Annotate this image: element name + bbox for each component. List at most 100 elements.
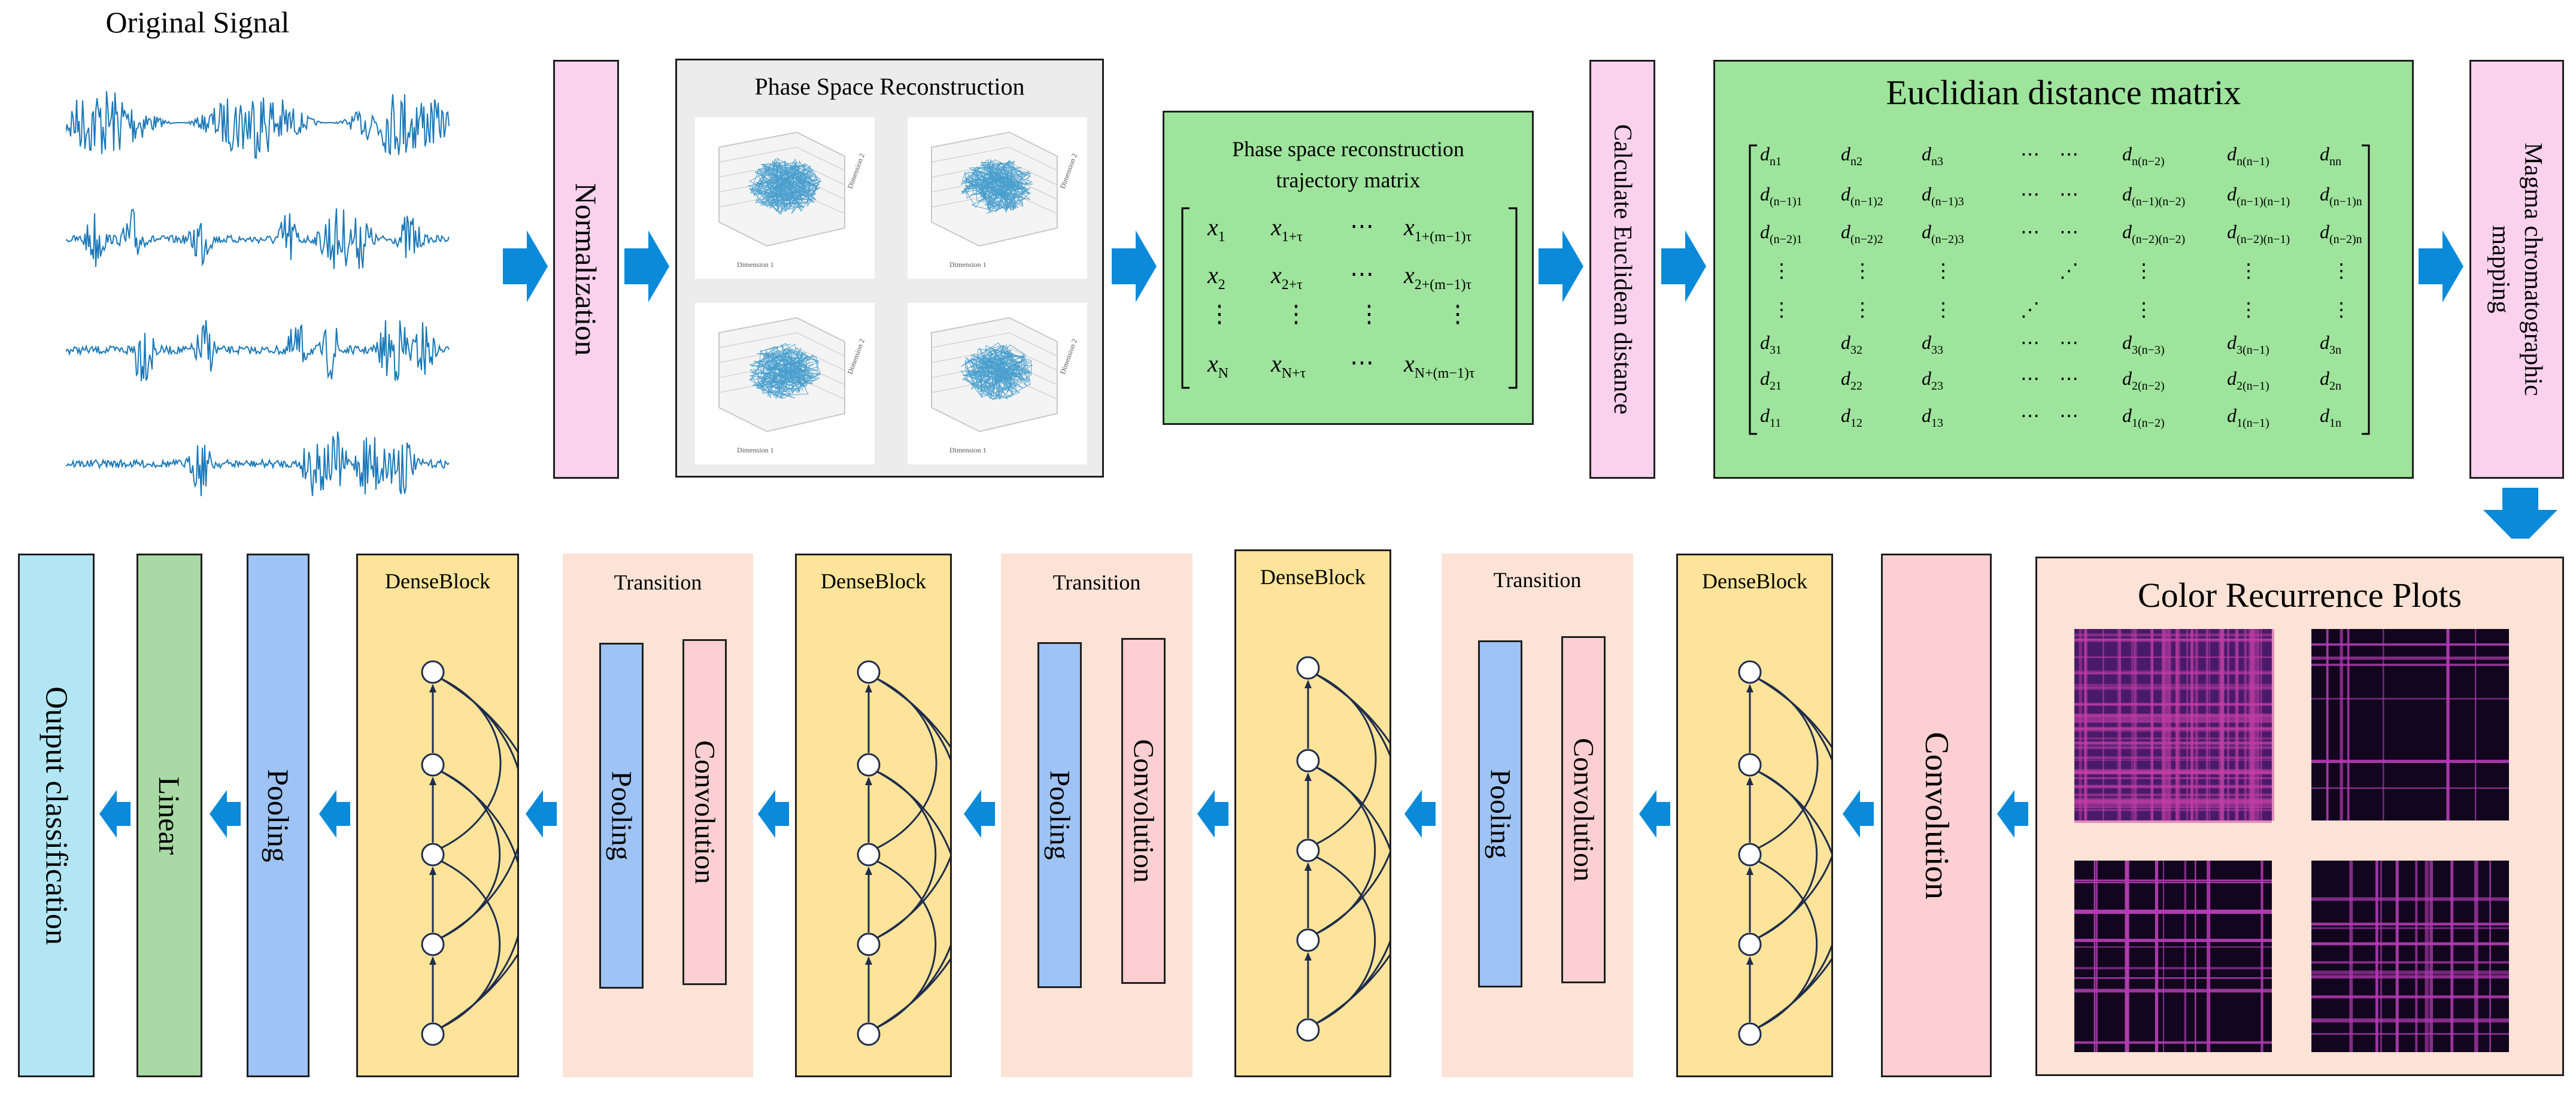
arrow-trans2-to-dense3	[964, 790, 995, 838]
arrow-dense3-to-trans3	[758, 790, 789, 838]
transition-3-label: Transition	[614, 570, 702, 594]
matrix-cell: d2(n−1)	[2227, 367, 2269, 393]
trajectory-title-line1: Phase space reconstruction	[1232, 137, 1464, 161]
svg-text:Dimension 1: Dimension 1	[949, 260, 987, 269]
matrix-cell: d(n−1)n	[2320, 183, 2362, 208]
matrix-cell: ⋮	[2134, 299, 2153, 320]
dense-node	[1738, 843, 1762, 867]
matrix-cell: d(n−1)3	[1922, 183, 1964, 208]
matrix-cell: d33	[1922, 332, 1943, 357]
transition-1: Transition Pooling Convolution	[1442, 554, 1633, 1077]
svg-text:Dimension 1: Dimension 1	[949, 446, 987, 454]
matrix-cell: d(n−2)(n−2)	[2122, 221, 2185, 246]
transition-2-pooling: Pooling	[1037, 642, 1082, 988]
matrix-cell: d31	[1760, 332, 1782, 357]
matrix-cell: d3(n−3)	[2122, 332, 2165, 357]
denseblock-4-graph	[421, 660, 517, 1046]
denseblock-3: DenseBlock	[795, 554, 952, 1077]
matrix-cell: ⋮	[2239, 260, 2258, 281]
arrow-plots-to-conv	[1997, 790, 2028, 838]
arrow-trans1-to-dense2	[1404, 790, 1436, 838]
signal-waveform-1	[66, 91, 450, 159]
denseblock-3-graph	[857, 660, 950, 1046]
matrix-cell: d(n−2)1	[1760, 221, 1803, 246]
matrix-cell: d22	[1841, 367, 1862, 393]
matrix-cell: ⋮	[1934, 299, 1953, 320]
arrow-signal-to-normalization	[503, 230, 548, 302]
recurrence-plot-4	[2311, 861, 2509, 1052]
normalization-box: Normalization	[553, 60, 619, 479]
arrow-dense2-to-trans2	[1197, 790, 1228, 838]
recurrence-plot-3	[2074, 861, 2272, 1052]
arrow-dense4-to-pooling	[319, 790, 350, 838]
dense-node	[857, 843, 881, 867]
transition-1-convolution: Convolution	[1561, 636, 1606, 983]
matrix-cell: d23	[1922, 367, 1943, 393]
color-recurrence-plots	[2074, 629, 2509, 1052]
arrow-phase-to-trajectory	[1112, 230, 1157, 302]
matrix-cell: ⋰	[2059, 260, 2079, 281]
output-box: Output classification	[18, 554, 95, 1077]
dense-node	[421, 843, 445, 867]
denseblock-3-label: DenseBlock	[821, 569, 926, 593]
matrix-cell: d(n−2)3	[1922, 221, 1964, 246]
matrix-cell: d11	[1760, 405, 1781, 430]
arrow-trajectory-to-calc	[1539, 230, 1583, 302]
denseblock-1-graph	[1738, 660, 1831, 1046]
matrix-cell: ⋮	[1772, 260, 1791, 281]
svg-text:⋯: ⋯	[1350, 349, 1374, 376]
color-plots-panel: Color Recurrence Plots	[2035, 557, 2564, 1076]
transition-2: Transition Pooling Convolution	[1001, 554, 1193, 1077]
matrix-cell: ⋯	[2059, 367, 2079, 389]
dense-node	[1296, 656, 1320, 680]
denseblock-2-graph	[1296, 656, 1389, 1042]
dense-node	[1296, 1018, 1320, 1042]
matrix-cell: d13	[1922, 405, 1943, 430]
dense-node	[857, 932, 881, 956]
dense-node	[857, 753, 881, 777]
transition-3-convolution: Convolution	[682, 639, 727, 985]
dense-node	[1738, 932, 1762, 956]
matrix-cell: d32	[1841, 332, 1862, 357]
arrow-calc-to-matrix	[1661, 230, 1706, 302]
transition-3-pooling: Pooling	[599, 643, 644, 989]
dense-node	[1296, 838, 1320, 862]
denseblock-2-label: DenseBlock	[1260, 565, 1366, 589]
magma-mapping-box: Magma chromatographic mapping	[2469, 60, 2564, 479]
denseblock-1: DenseBlock	[1676, 554, 1833, 1077]
dense-node	[421, 660, 445, 684]
dense-node	[1738, 660, 1762, 684]
trajectory-matrix-box: Phase space reconstruction trajectory ma…	[1163, 111, 1534, 425]
matrix-cell: ⋯	[2020, 183, 2040, 205]
matrix-cell: d(n−2)(n−1)	[2227, 221, 2290, 246]
matrix-cell: d1(n−2)	[2122, 405, 2165, 430]
matrix-cell: ⋯	[2020, 332, 2040, 353]
matrix-cell: ⋮	[1772, 299, 1791, 320]
arrow-trans3-to-dense4	[526, 790, 557, 838]
arrow-magma-down	[2483, 488, 2557, 539]
matrix-cell: dn(n−2)	[2122, 143, 2165, 168]
dense-node	[1296, 928, 1320, 952]
matrix-cell: ⋮	[1934, 260, 1953, 281]
matrix-cell: d21	[1760, 367, 1782, 393]
arrow-conv-to-dense1	[1843, 790, 1874, 838]
arrow-matrix-to-magma	[2419, 230, 2463, 302]
matrix-cell: d(n−1)1	[1760, 183, 1803, 208]
color-plots-title: Color Recurrence Plots	[2137, 576, 2462, 615]
denseblock-1-label: DenseBlock	[1702, 569, 1807, 593]
matrix-cell: d(n−1)(n−2)	[2122, 183, 2185, 208]
matrix-cell: ⋰	[2020, 299, 2040, 320]
dense-node	[857, 660, 881, 684]
svg-text:⋮: ⋮	[1207, 300, 1231, 327]
recurrence-plot-1	[2074, 629, 2275, 823]
original-signal-waveforms	[66, 91, 450, 497]
matrix-cell: ⋮	[1853, 299, 1872, 320]
dense-node	[1738, 753, 1762, 777]
trajectory-matrix: x1 x1+τ ⋯ x1+(m−1)τ x2 x2+τ ⋯ x2+(m−1)τ …	[1181, 207, 1518, 389]
svg-text:Dimension 1: Dimension 1	[737, 446, 774, 454]
original-signal-title: Original Signal	[105, 5, 290, 39]
